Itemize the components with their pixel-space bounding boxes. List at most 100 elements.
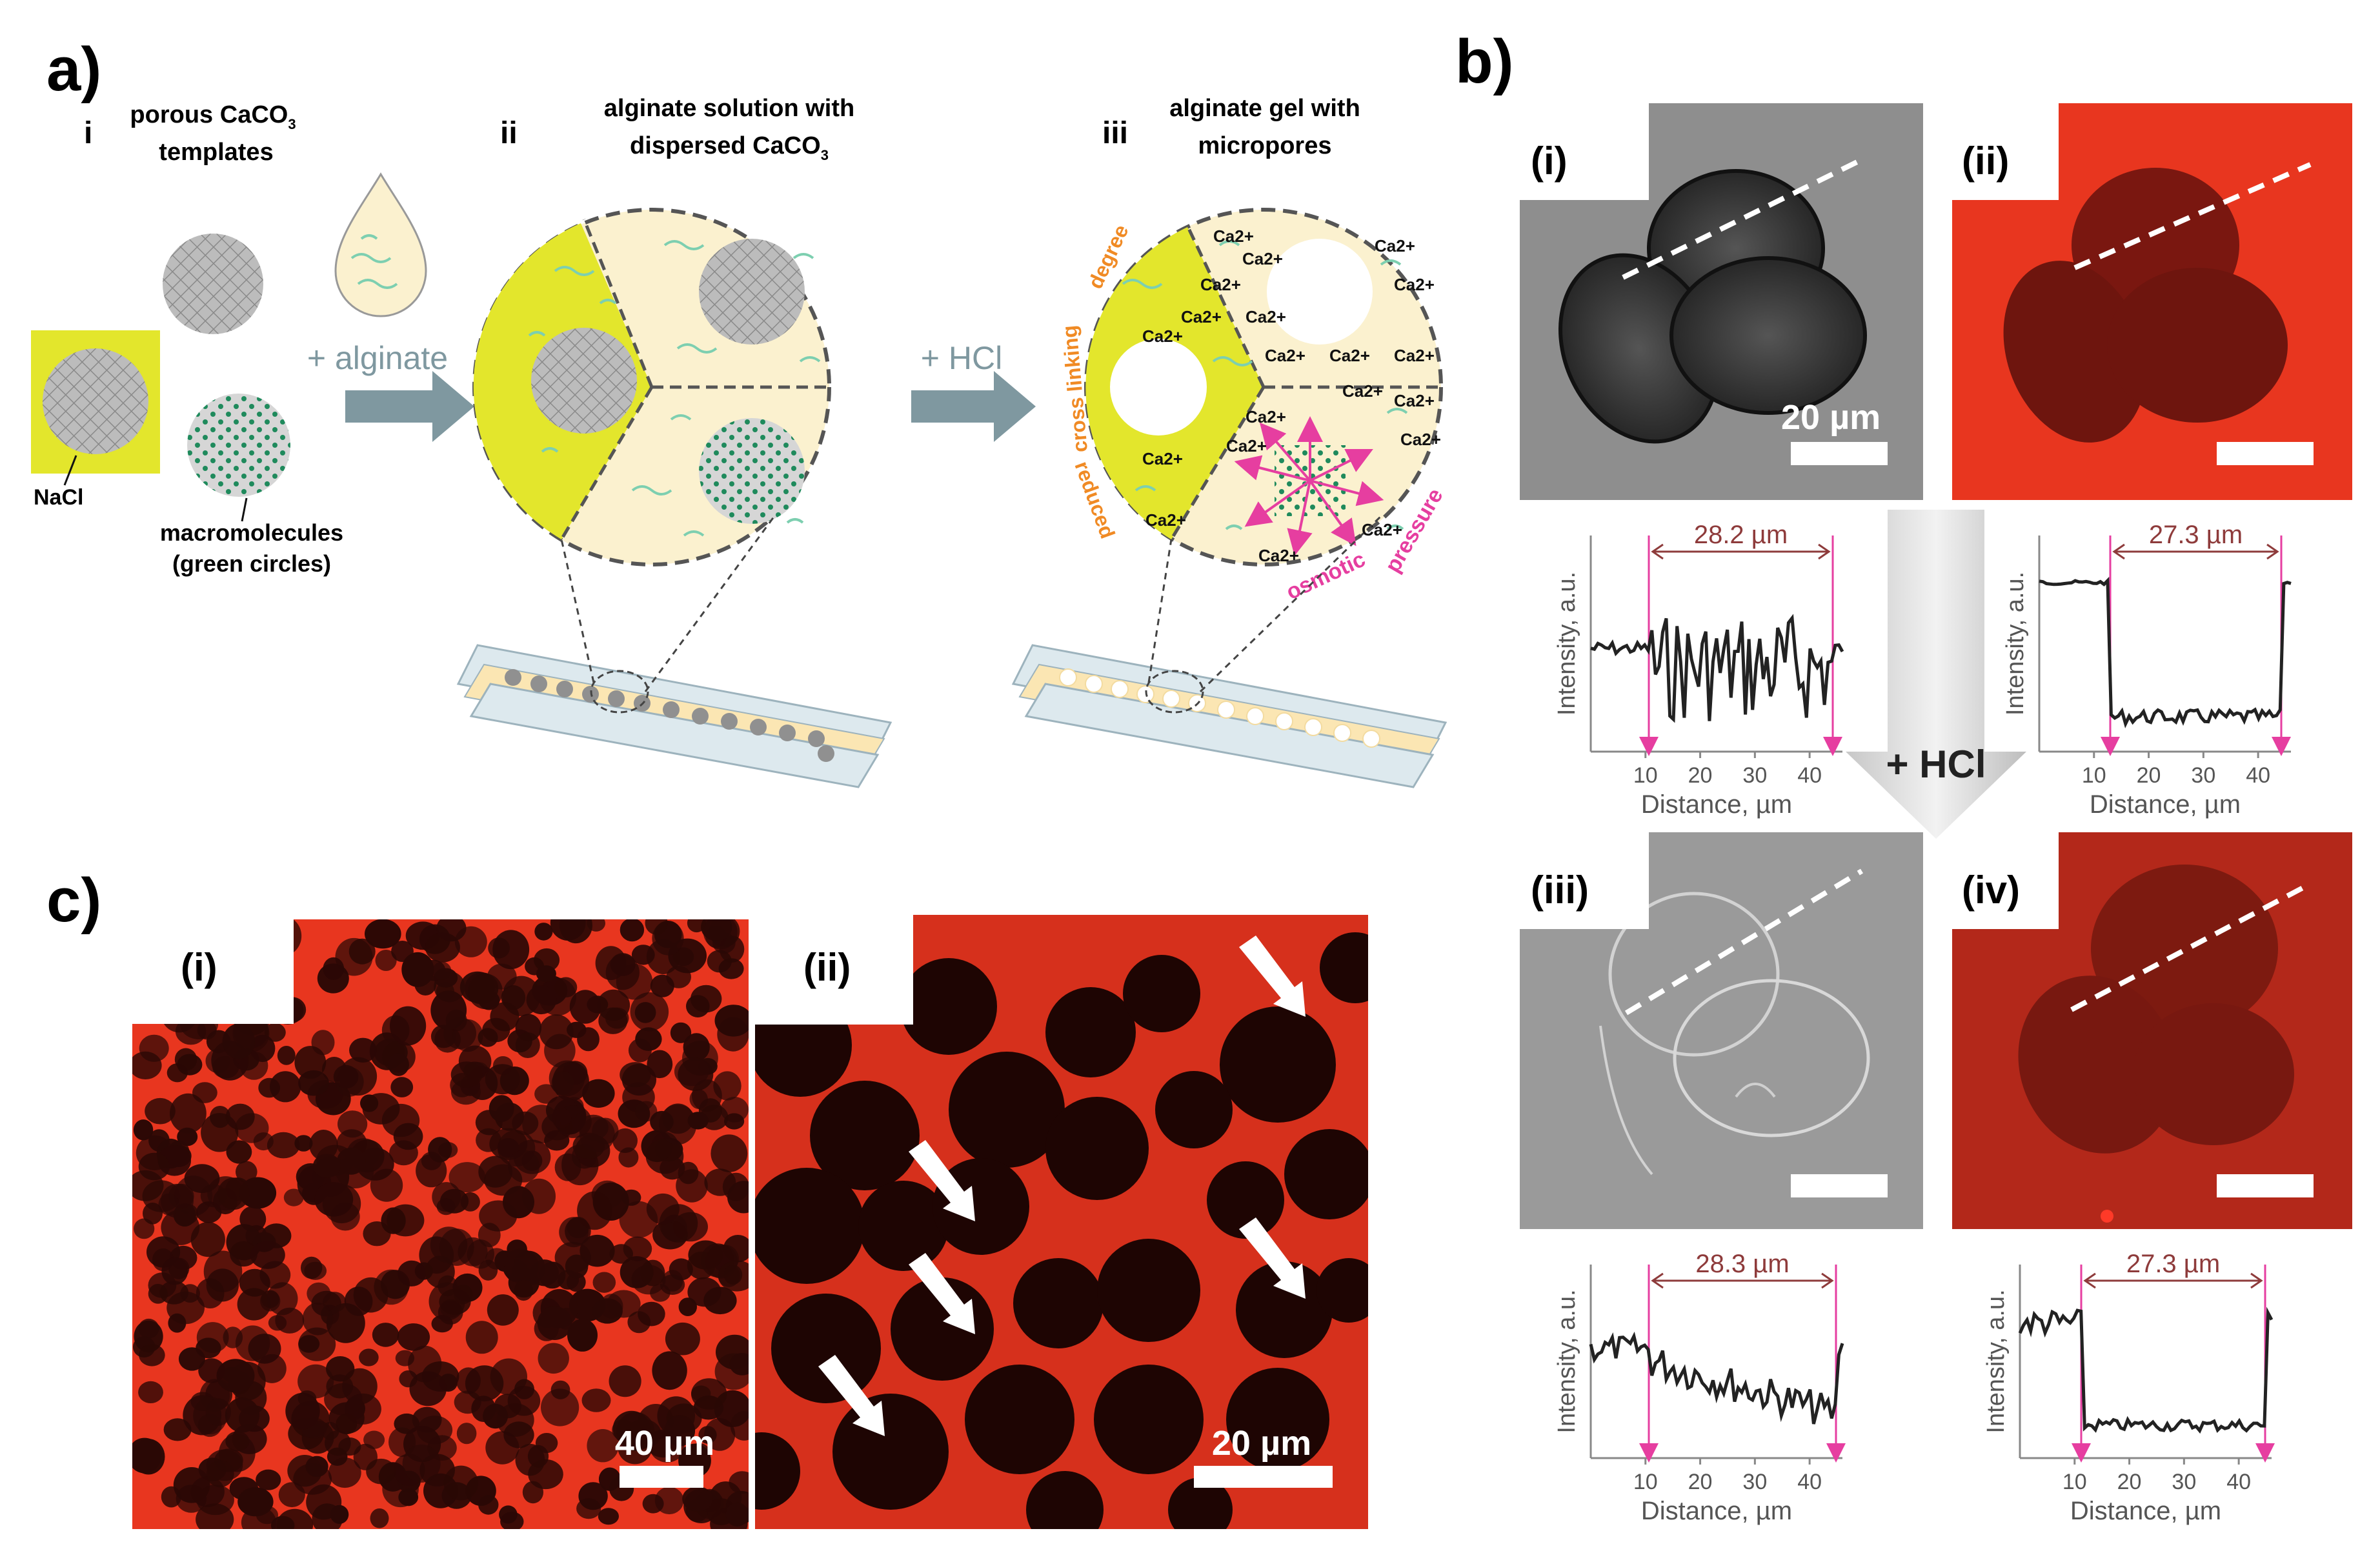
image-b-ii-label: (ii) bbox=[1962, 139, 2009, 183]
step-i-numeral: i bbox=[84, 116, 92, 150]
pore bbox=[390, 1006, 427, 1046]
macro-pointer bbox=[241, 497, 248, 522]
ca-ion: Ca2+ bbox=[1142, 449, 1183, 468]
ca-ion: Ca2+ bbox=[1226, 436, 1267, 455]
pore bbox=[755, 1168, 865, 1284]
pore bbox=[388, 1053, 409, 1076]
pore bbox=[660, 1157, 685, 1180]
pore bbox=[330, 1505, 349, 1524]
pore bbox=[166, 1291, 205, 1325]
pore bbox=[620, 919, 645, 942]
pore bbox=[161, 1257, 188, 1285]
pore bbox=[832, 1394, 949, 1510]
pore bbox=[552, 1108, 572, 1128]
intensity-curve bbox=[2018, 1306, 2274, 1434]
arrow-marker-c-ii bbox=[909, 1253, 975, 1334]
pore bbox=[670, 1022, 692, 1043]
pore bbox=[212, 1056, 239, 1079]
pore bbox=[216, 1359, 255, 1393]
pore bbox=[1207, 1161, 1284, 1239]
pore bbox=[1220, 1006, 1336, 1123]
pore bbox=[1045, 1097, 1149, 1200]
pore bbox=[139, 1344, 165, 1366]
pore bbox=[449, 1162, 486, 1193]
x-tick-label: 40 bbox=[1797, 1470, 1822, 1494]
x-tick-label: 10 bbox=[1633, 763, 1658, 788]
pore bbox=[225, 1103, 255, 1130]
x-tick-label: 40 bbox=[2226, 1470, 2251, 1494]
pore bbox=[580, 1234, 615, 1267]
pore bbox=[714, 1005, 749, 1037]
step-iii-title: alginate gel with bbox=[1169, 95, 1360, 122]
pore bbox=[582, 1079, 615, 1108]
pore bbox=[616, 1412, 655, 1451]
pore bbox=[158, 1193, 180, 1216]
nacl-label: NaCl bbox=[34, 485, 83, 510]
pore bbox=[439, 1288, 471, 1315]
pore bbox=[173, 1203, 196, 1227]
pore bbox=[175, 1017, 207, 1045]
pore bbox=[725, 1502, 749, 1527]
pore bbox=[333, 1065, 359, 1089]
pore bbox=[359, 1348, 379, 1366]
pore bbox=[196, 1322, 229, 1353]
pore bbox=[313, 1154, 341, 1178]
pore bbox=[755, 1432, 800, 1510]
pore bbox=[858, 1181, 949, 1271]
pore bbox=[428, 1137, 452, 1163]
pore bbox=[236, 1161, 257, 1183]
x-tick-label: 20 bbox=[1688, 1470, 1713, 1494]
pore bbox=[674, 1057, 709, 1086]
pore bbox=[225, 1397, 260, 1433]
pore bbox=[298, 1335, 320, 1353]
pore bbox=[302, 1303, 334, 1336]
x-tick-label: 30 bbox=[2172, 1470, 2196, 1494]
nacl-pointer bbox=[63, 455, 77, 486]
measure-tip bbox=[1651, 1272, 1664, 1289]
pore bbox=[662, 1270, 683, 1292]
pore bbox=[704, 1168, 736, 1196]
pore bbox=[397, 1323, 430, 1351]
pore bbox=[544, 1034, 576, 1068]
pore bbox=[537, 1306, 572, 1340]
x-tick-label: 30 bbox=[1742, 1470, 1767, 1494]
pore bbox=[500, 1512, 524, 1529]
ca-ion: Ca2+ bbox=[1145, 510, 1186, 530]
pore bbox=[650, 974, 674, 997]
pore bbox=[370, 1168, 403, 1202]
pore bbox=[192, 1082, 217, 1103]
pore bbox=[390, 1077, 414, 1097]
pore bbox=[370, 1508, 389, 1528]
pore bbox=[536, 965, 556, 983]
pore bbox=[1026, 1471, 1104, 1529]
pore bbox=[727, 1181, 749, 1214]
step-iii-title-line2: micropores bbox=[1198, 132, 1332, 159]
pore bbox=[277, 1046, 296, 1065]
pore bbox=[647, 1050, 673, 1079]
pore bbox=[206, 1460, 234, 1488]
pore bbox=[711, 1134, 748, 1172]
ca-ion: Ca2+ bbox=[1394, 346, 1435, 365]
pore bbox=[635, 1101, 658, 1122]
x-tick-label: 10 bbox=[2082, 763, 2106, 788]
pore bbox=[605, 955, 640, 990]
microfluidic-channel-iii bbox=[1011, 515, 1447, 788]
step-iii-numeral: iii bbox=[1102, 116, 1128, 150]
pore bbox=[222, 1023, 255, 1059]
pore bbox=[554, 1153, 581, 1181]
pore bbox=[408, 1345, 442, 1383]
x-tick-label: 30 bbox=[2191, 763, 2215, 788]
pore bbox=[1316, 1258, 1368, 1323]
x-tick-label: 10 bbox=[2062, 1470, 2087, 1494]
arrow-marker-c-ii bbox=[909, 1140, 975, 1221]
y-axis-label: Intensity, a.u. bbox=[2002, 572, 2029, 715]
measure-label: 28.2 µm bbox=[1694, 521, 1788, 549]
pore bbox=[365, 919, 401, 949]
pore bbox=[698, 1426, 717, 1444]
pore bbox=[478, 1156, 513, 1188]
measure-tip bbox=[2266, 543, 2279, 560]
pore bbox=[436, 1198, 456, 1216]
